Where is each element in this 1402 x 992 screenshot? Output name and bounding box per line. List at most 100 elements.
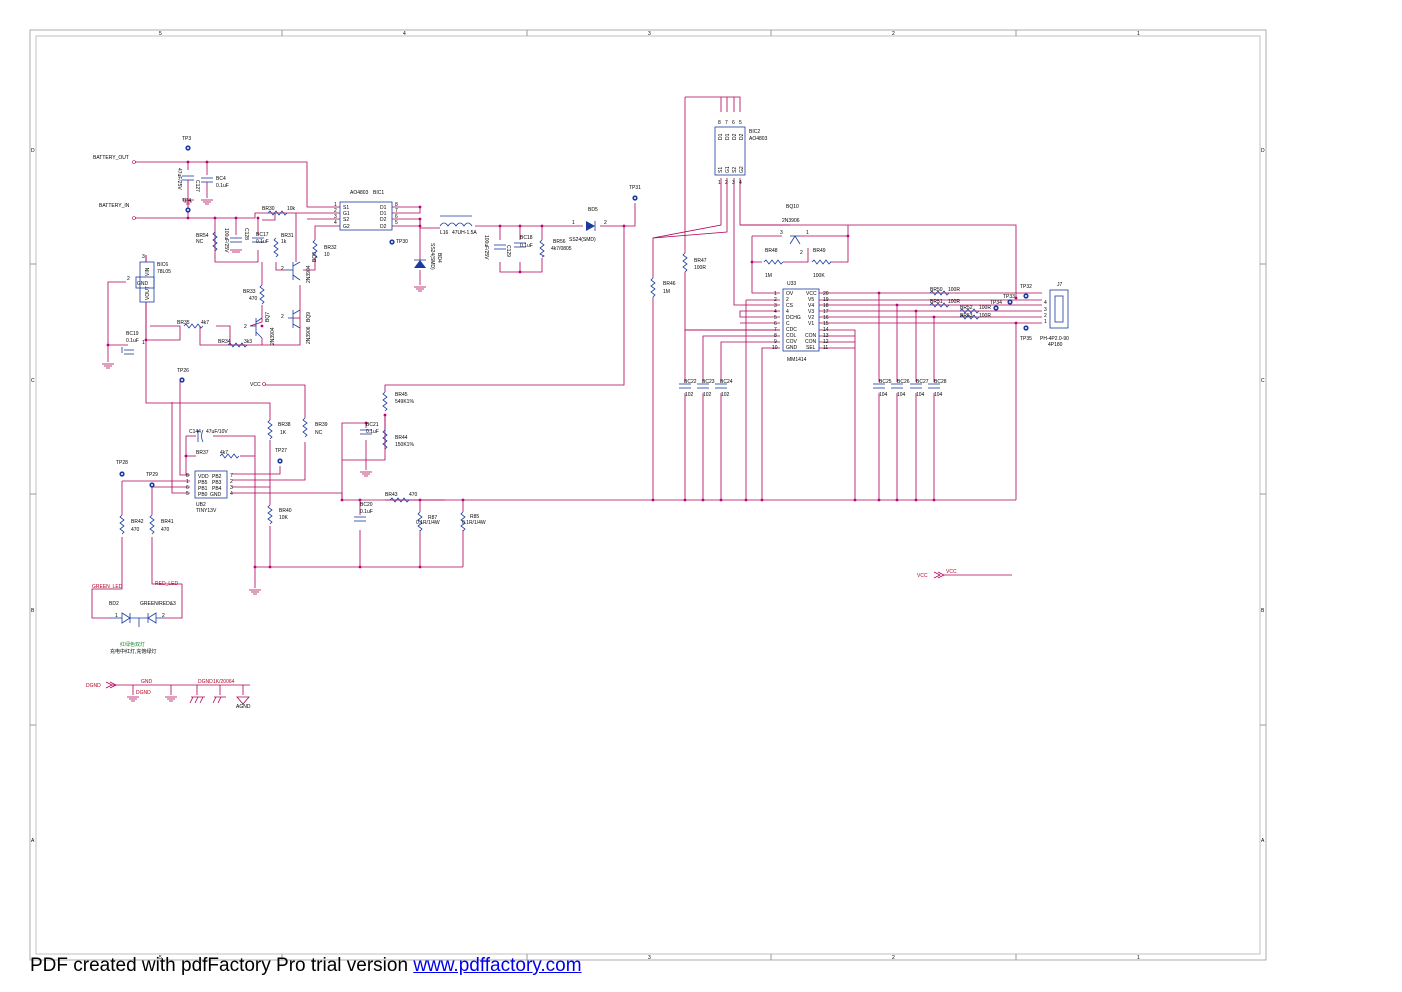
border-row-d: D: [31, 148, 35, 154]
svg-text:VCC: VCC: [806, 291, 817, 297]
svg-text:15: 15: [823, 321, 829, 327]
svg-text:AO4803: AO4803: [749, 136, 768, 142]
svg-text:7: 7: [395, 208, 398, 214]
svg-text:V3: V3: [808, 309, 814, 315]
svg-text:150K1%: 150K1%: [395, 442, 414, 448]
net-vcc: VCC: [250, 382, 261, 388]
svg-text:8: 8: [186, 473, 189, 479]
svg-text:PB3: PB3: [212, 480, 222, 486]
svg-text:GREEN/RED&3: GREEN/RED&3: [140, 601, 176, 607]
svg-text:104: 104: [916, 392, 925, 398]
svg-text:TP26: TP26: [177, 368, 189, 374]
svg-text:12: 12: [823, 339, 829, 345]
svg-text:NC: NC: [196, 239, 204, 245]
svg-text:1K: 1K: [280, 430, 287, 436]
svg-text:BC27: BC27: [916, 379, 929, 385]
svg-text:BR50: BR50: [930, 287, 943, 293]
net-red-led: RED_LED: [155, 581, 178, 587]
border-col-2-bottom: 2: [892, 955, 895, 961]
svg-text:BR41: BR41: [161, 519, 174, 525]
border-row-b: B: [31, 608, 35, 614]
svg-text:102: 102: [685, 392, 694, 398]
tp28: TP28: [116, 460, 128, 477]
svg-text:BR40: BR40: [279, 508, 292, 514]
svg-text:2: 2: [725, 180, 728, 186]
svg-text:8: 8: [395, 202, 398, 208]
svg-text:0.1uF: 0.1uF: [256, 239, 269, 245]
svg-text:BR35: BR35: [177, 320, 190, 326]
svg-text:2: 2: [334, 208, 337, 214]
svg-text:PB0: PB0: [198, 492, 208, 498]
svg-text:470: 470: [409, 492, 418, 498]
svg-text:TP4: TP4: [182, 198, 191, 204]
svg-text:OV: OV: [786, 291, 794, 297]
svg-text:TP29: TP29: [146, 472, 158, 478]
border-row-a-right: A: [1261, 838, 1265, 844]
svg-text:BR51: BR51: [930, 299, 943, 305]
svg-text:3: 3: [142, 254, 145, 260]
net-agnd: AGND: [236, 704, 251, 710]
svg-text:1k: 1k: [281, 239, 287, 245]
svg-text:TP34: TP34: [990, 300, 1002, 306]
svg-text:104: 104: [897, 392, 906, 398]
svg-text:2: 2: [1044, 313, 1047, 319]
svg-text:BQ10: BQ10: [786, 204, 799, 210]
tp29: TP29: [146, 472, 158, 488]
svg-text:0.1uF: 0.1uF: [360, 509, 373, 515]
svg-text:6: 6: [732, 120, 735, 126]
svg-text:D1: D1: [380, 211, 387, 217]
svg-text:C: C: [786, 321, 790, 327]
svg-text:D1: D1: [718, 133, 724, 140]
border-col-3-bottom: 3: [648, 955, 651, 961]
svg-text:BC4: BC4: [216, 176, 226, 182]
svg-text:47UH-1.5A: 47UH-1.5A: [452, 230, 477, 236]
svg-text:L16: L16: [440, 230, 449, 236]
svg-text:2: 2: [127, 276, 130, 282]
svg-text:BC24: BC24: [720, 379, 733, 385]
border-col-5: 5: [159, 31, 162, 37]
svg-text:100R: 100R: [979, 313, 991, 319]
footer-link[interactable]: www.pdffactory.com: [413, 955, 582, 976]
svg-text:18: 18: [823, 303, 829, 309]
svg-text:BC26: BC26: [897, 379, 910, 385]
svg-text:6: 6: [186, 485, 189, 491]
svg-text:BR45: BR45: [395, 392, 408, 398]
ic-bic1: AO4803 BIC1 S1 G1 S2 G2 D1 D1 D2 D2 1234…: [334, 190, 398, 231]
svg-text:TP33: TP33: [1003, 294, 1015, 300]
svg-text:3: 3: [780, 230, 783, 236]
net-dgnd-2: DGND: [136, 690, 151, 696]
svg-text:MM1414: MM1414: [787, 357, 807, 363]
svg-text:C128: C128: [243, 228, 249, 240]
svg-text:3: 3: [774, 303, 777, 309]
junctions: [106, 160, 1018, 569]
svg-text:PH-4P2.0-90: PH-4P2.0-90: [1040, 336, 1069, 342]
svg-text:GND: GND: [210, 492, 222, 498]
border-col-3: 3: [648, 31, 651, 37]
svg-text:BC28: BC28: [934, 379, 947, 385]
svg-text:D2: D2: [732, 133, 738, 140]
sheet-border: 5 4 3 2 1 5 3 2 1 D C B A D C B A: [29, 29, 1267, 961]
svg-text:D2: D2: [739, 133, 745, 140]
net-labels: BATTERY_OUT BATTERY_IN VCC VCC VCC GREEN…: [86, 155, 957, 710]
svg-text:4: 4: [230, 491, 233, 497]
svg-text:100K: 100K: [813, 273, 825, 279]
svg-text:D2: D2: [380, 217, 387, 223]
svg-text:4: 4: [774, 309, 777, 315]
note-led-desc: 充电中红灯,充饱绿灯: [110, 648, 156, 655]
svg-text:BC19: BC19: [126, 331, 139, 337]
tp31: TP31: [629, 185, 641, 201]
border-row-c: C: [31, 378, 35, 384]
svg-text:R85: R85: [470, 514, 479, 520]
svg-text:BIC2: BIC2: [749, 129, 760, 135]
tp4: TP4: [182, 198, 191, 213]
tp35: TP35: [1020, 325, 1032, 342]
tp32: TP32: [1020, 284, 1032, 299]
ic-bic6: VIN VOUT GND BIC6 78L05 321: [127, 254, 171, 346]
